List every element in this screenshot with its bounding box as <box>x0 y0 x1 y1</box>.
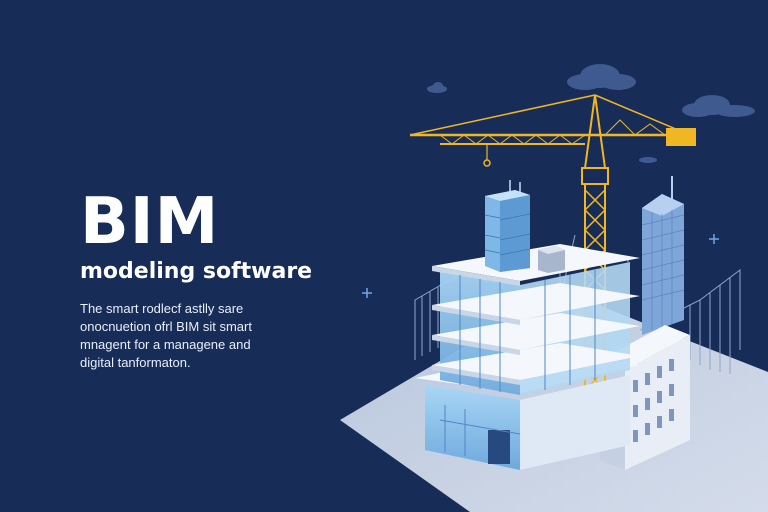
cloud-icon <box>427 82 447 93</box>
cloud-icon <box>567 64 636 90</box>
distant-tower <box>641 176 685 335</box>
sparkle-icon <box>362 288 372 298</box>
hero-title: BIM <box>80 185 220 259</box>
hero-description-line: onocnuetion ofrl BIM sit smart <box>80 319 252 334</box>
hero-description: The smart rodlecf astlly sare onocnuetio… <box>80 300 320 372</box>
sparkle-icon <box>709 234 719 244</box>
hero-description-line: The smart rodlecf astlly sare <box>80 301 244 316</box>
hero-description-line: digital tanformaton. <box>80 355 191 370</box>
cloud-icon <box>682 95 755 117</box>
hero-subtitle: modeling software <box>80 259 313 284</box>
main-building <box>415 180 640 470</box>
hero-description-line: mnagent for a managene and <box>80 337 251 352</box>
crane-counterweight <box>666 128 696 146</box>
cloud-icon <box>639 157 657 163</box>
